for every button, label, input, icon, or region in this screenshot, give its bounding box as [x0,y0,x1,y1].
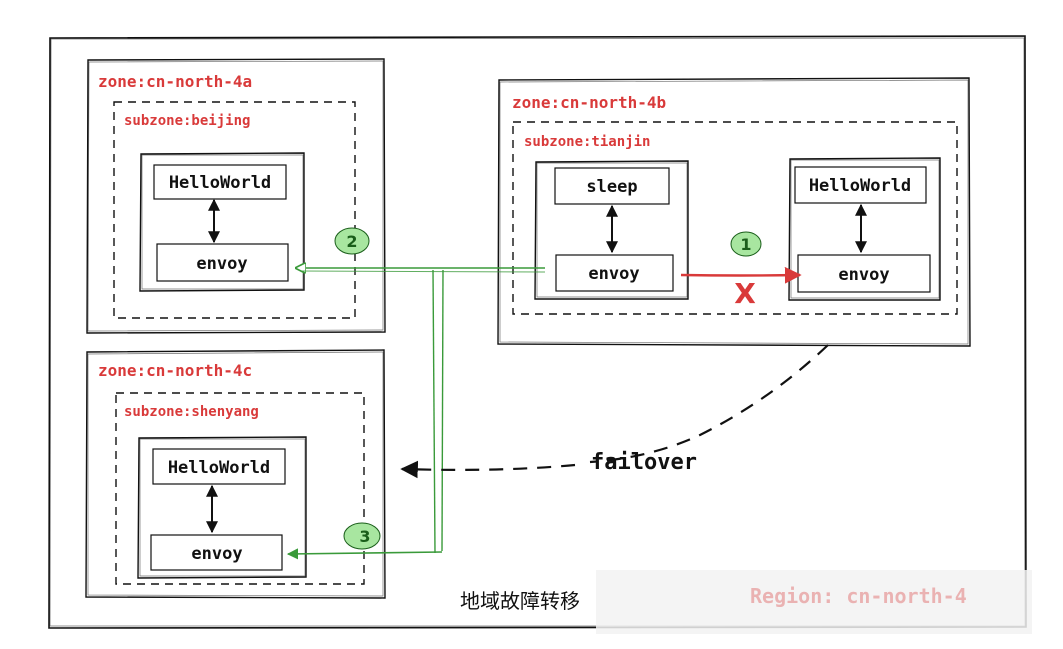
subzone-beijing-label: subzone:beijing [124,113,250,129]
zone-b-label: zone:cn-north-4b [512,93,666,112]
failed-path: X [680,266,802,310]
helloworld-label-c: HelloWorld [168,458,270,478]
step-badge-1: 1 [730,231,762,257]
failover-label: failover [591,450,697,475]
watermark-overlay [596,570,1032,634]
failover-path-zone-c [286,269,444,560]
envoy-box-client-b [555,254,674,292]
envoy-label-b: envoy [838,265,889,285]
failover-arrow: failover [400,344,829,479]
pod-b: HelloWorld envoy [788,157,941,301]
envoy-label-a: envoy [196,254,247,274]
subzone-tianjin: subzone:tianjin [512,121,958,315]
failed-x-mark: X [734,277,756,310]
svg-text:1: 1 [740,235,751,254]
helloworld-label-a: HelloWorld [169,173,271,193]
failover-path-zone-a [296,268,546,272]
step-badge-2: 2 [334,227,370,255]
zone-c: zone:cn-north-4c subzone:shenyang HelloW… [85,349,386,599]
subzone-shenyang-label: subzone:shenyang [124,404,259,420]
helloworld-label-b: HelloWorld [809,176,911,196]
subzone-tianjin-label: subzone:tianjin [524,134,650,150]
helloworld-box-c [152,448,286,485]
pod-c: HelloWorld envoy [137,436,307,579]
subzone-beijing: subzone:beijing [113,101,356,319]
pod-client-b: sleep envoy [534,160,689,300]
zone-a-label: zone:cn-north-4a [98,72,252,91]
subzone-shenyang: subzone:shenyang [115,392,365,585]
pod-a: HelloWorld envoy [139,152,305,292]
helloworld-box-b [794,166,927,204]
envoy-box-c [150,534,283,571]
step-badge-3: 3 [343,522,381,550]
zone-a: zone:cn-north-4a subzone:beijing HelloWo… [86,58,386,334]
helloworld-box-a [153,164,287,200]
diagram-title: 地域故障转移 [460,589,580,613]
region-label: Region: cn-north-4 [750,584,967,608]
svg-text:3: 3 [359,527,370,546]
envoy-label-client-b: envoy [588,264,639,284]
envoy-box-b [797,254,931,293]
zone-c-label: zone:cn-north-4c [98,361,252,380]
svg-text:2: 2 [346,232,357,251]
sleep-label: sleep [586,177,637,197]
envoy-label-c: envoy [191,544,242,564]
zone-b: zone:cn-north-4b subzone:tianjin sleep e… [497,77,971,347]
sleep-box [554,167,670,205]
footer-labels: 地域故障转移 Region: cn-north-4 [460,570,1032,634]
envoy-box-a [156,243,289,282]
